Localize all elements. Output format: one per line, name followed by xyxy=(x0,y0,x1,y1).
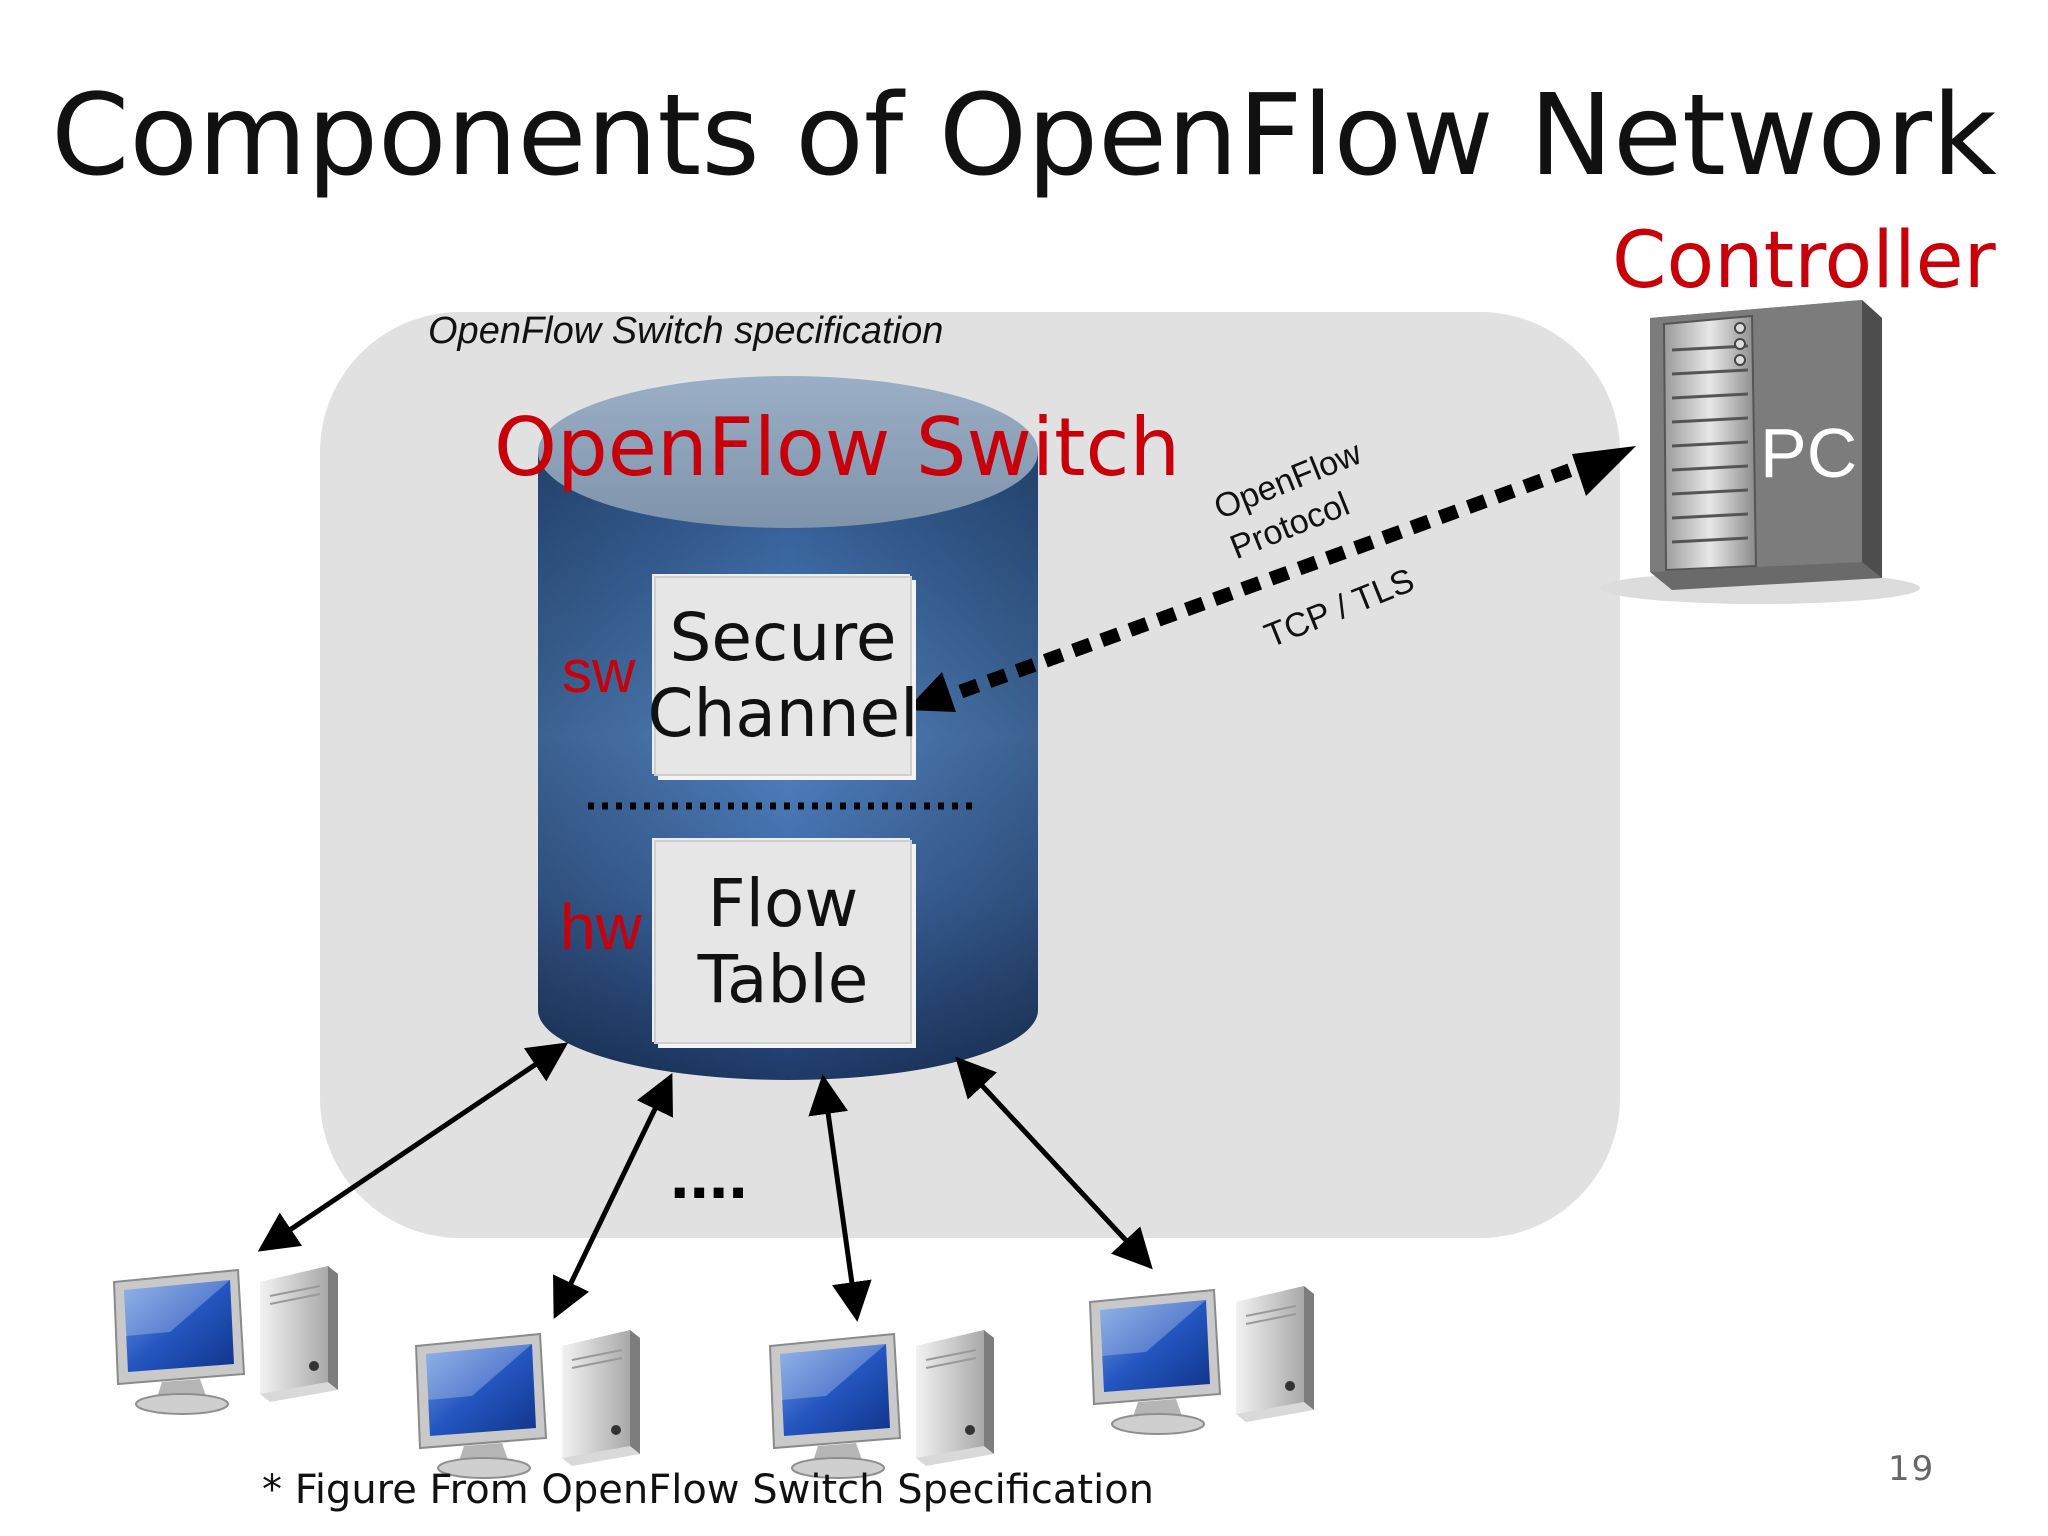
desktop-computer-icon xyxy=(415,1329,641,1479)
secure-channel-line1: Secure xyxy=(669,599,897,677)
desktop-computer-icon xyxy=(1089,1285,1315,1435)
page-number: 19 xyxy=(1888,1449,1936,1489)
secure-channel-line2: Channel xyxy=(647,675,919,752)
footnote: * Figure From OpenFlow Switch Specificat… xyxy=(262,1467,1155,1513)
hw-label: hw xyxy=(560,891,642,963)
server-tower-icon xyxy=(1600,300,1920,604)
desktop-computer-icon xyxy=(769,1329,995,1479)
spec-region-label: OpenFlow Switch specification xyxy=(428,310,944,352)
controller-label: Controller xyxy=(1612,216,1996,306)
host-link-arrows xyxy=(257,1042,1153,1322)
pc-label: PC xyxy=(1760,414,1858,492)
switch-title: OpenFlow Switch xyxy=(494,401,1181,494)
openflow-protocol-arrow xyxy=(906,446,1636,712)
flow-table-line1: Flow xyxy=(707,865,859,943)
sw-label: sw xyxy=(562,638,636,705)
flow-table-box: Flow Table xyxy=(654,840,912,1044)
hosts-ellipsis: .... xyxy=(670,1135,748,1213)
slide-title: Components of OpenFlow Network xyxy=(51,71,1997,201)
secure-channel-box: Secure Channel xyxy=(648,576,918,776)
desktop-computer-icon xyxy=(113,1265,339,1415)
flow-table-line2: Table xyxy=(697,941,869,1018)
